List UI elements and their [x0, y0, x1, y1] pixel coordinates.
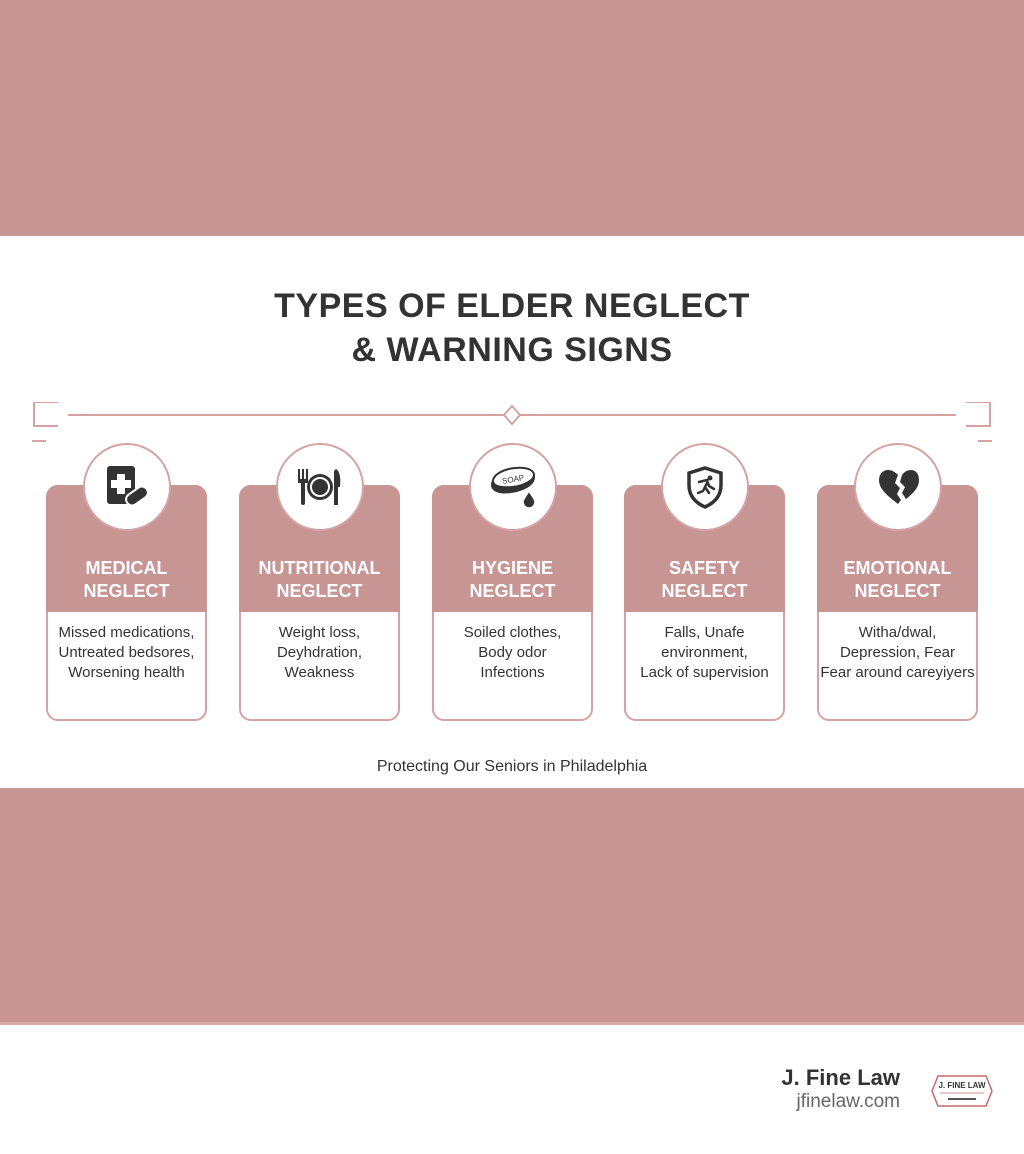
brand-url[interactable]: jfinelaw.com — [796, 1091, 901, 1112]
icon-circle — [661, 443, 749, 531]
bottom-band — [0, 788, 1024, 1025]
icon-circle — [854, 443, 942, 531]
brand-logo: J. FINE LAW — [931, 1075, 993, 1107]
top-band — [0, 0, 1024, 236]
brand-block: J. Fine Law jfinelaw.com — [700, 1065, 900, 1113]
card-description: Missed medications,Untreated bedsores,Wo… — [58, 624, 195, 681]
plate-fork-knife-icon — [298, 469, 341, 505]
soap-icon: SOAP — [491, 466, 536, 509]
icon-circle — [276, 443, 364, 531]
title-line-1: TYPES OF ELDER NEGLECT — [274, 287, 750, 325]
title-line-2: & WARNING SIGNS — [351, 331, 673, 369]
icon-circle — [83, 443, 171, 531]
decorative-divider — [32, 402, 992, 442]
brand-name: J. Fine Law — [781, 1065, 900, 1090]
card-description: Weight loss,Deyhdration,Weakness — [276, 624, 363, 681]
broken-heart-icon — [879, 470, 919, 504]
svg-text:SOAP: SOAP — [501, 473, 524, 486]
svg-text:J. FINE LAW: J. FINE LAW — [938, 1081, 986, 1090]
page-title: TYPES OF ELDER NEGLECT & WARNING SIGNS — [0, 284, 1024, 372]
shield-fall-icon — [687, 466, 723, 509]
medical-chart-pill-icon — [107, 466, 149, 507]
icon-circle: SOAP — [469, 443, 557, 531]
tagline: Protecting Our Seniors in Philadelphia — [376, 758, 648, 775]
